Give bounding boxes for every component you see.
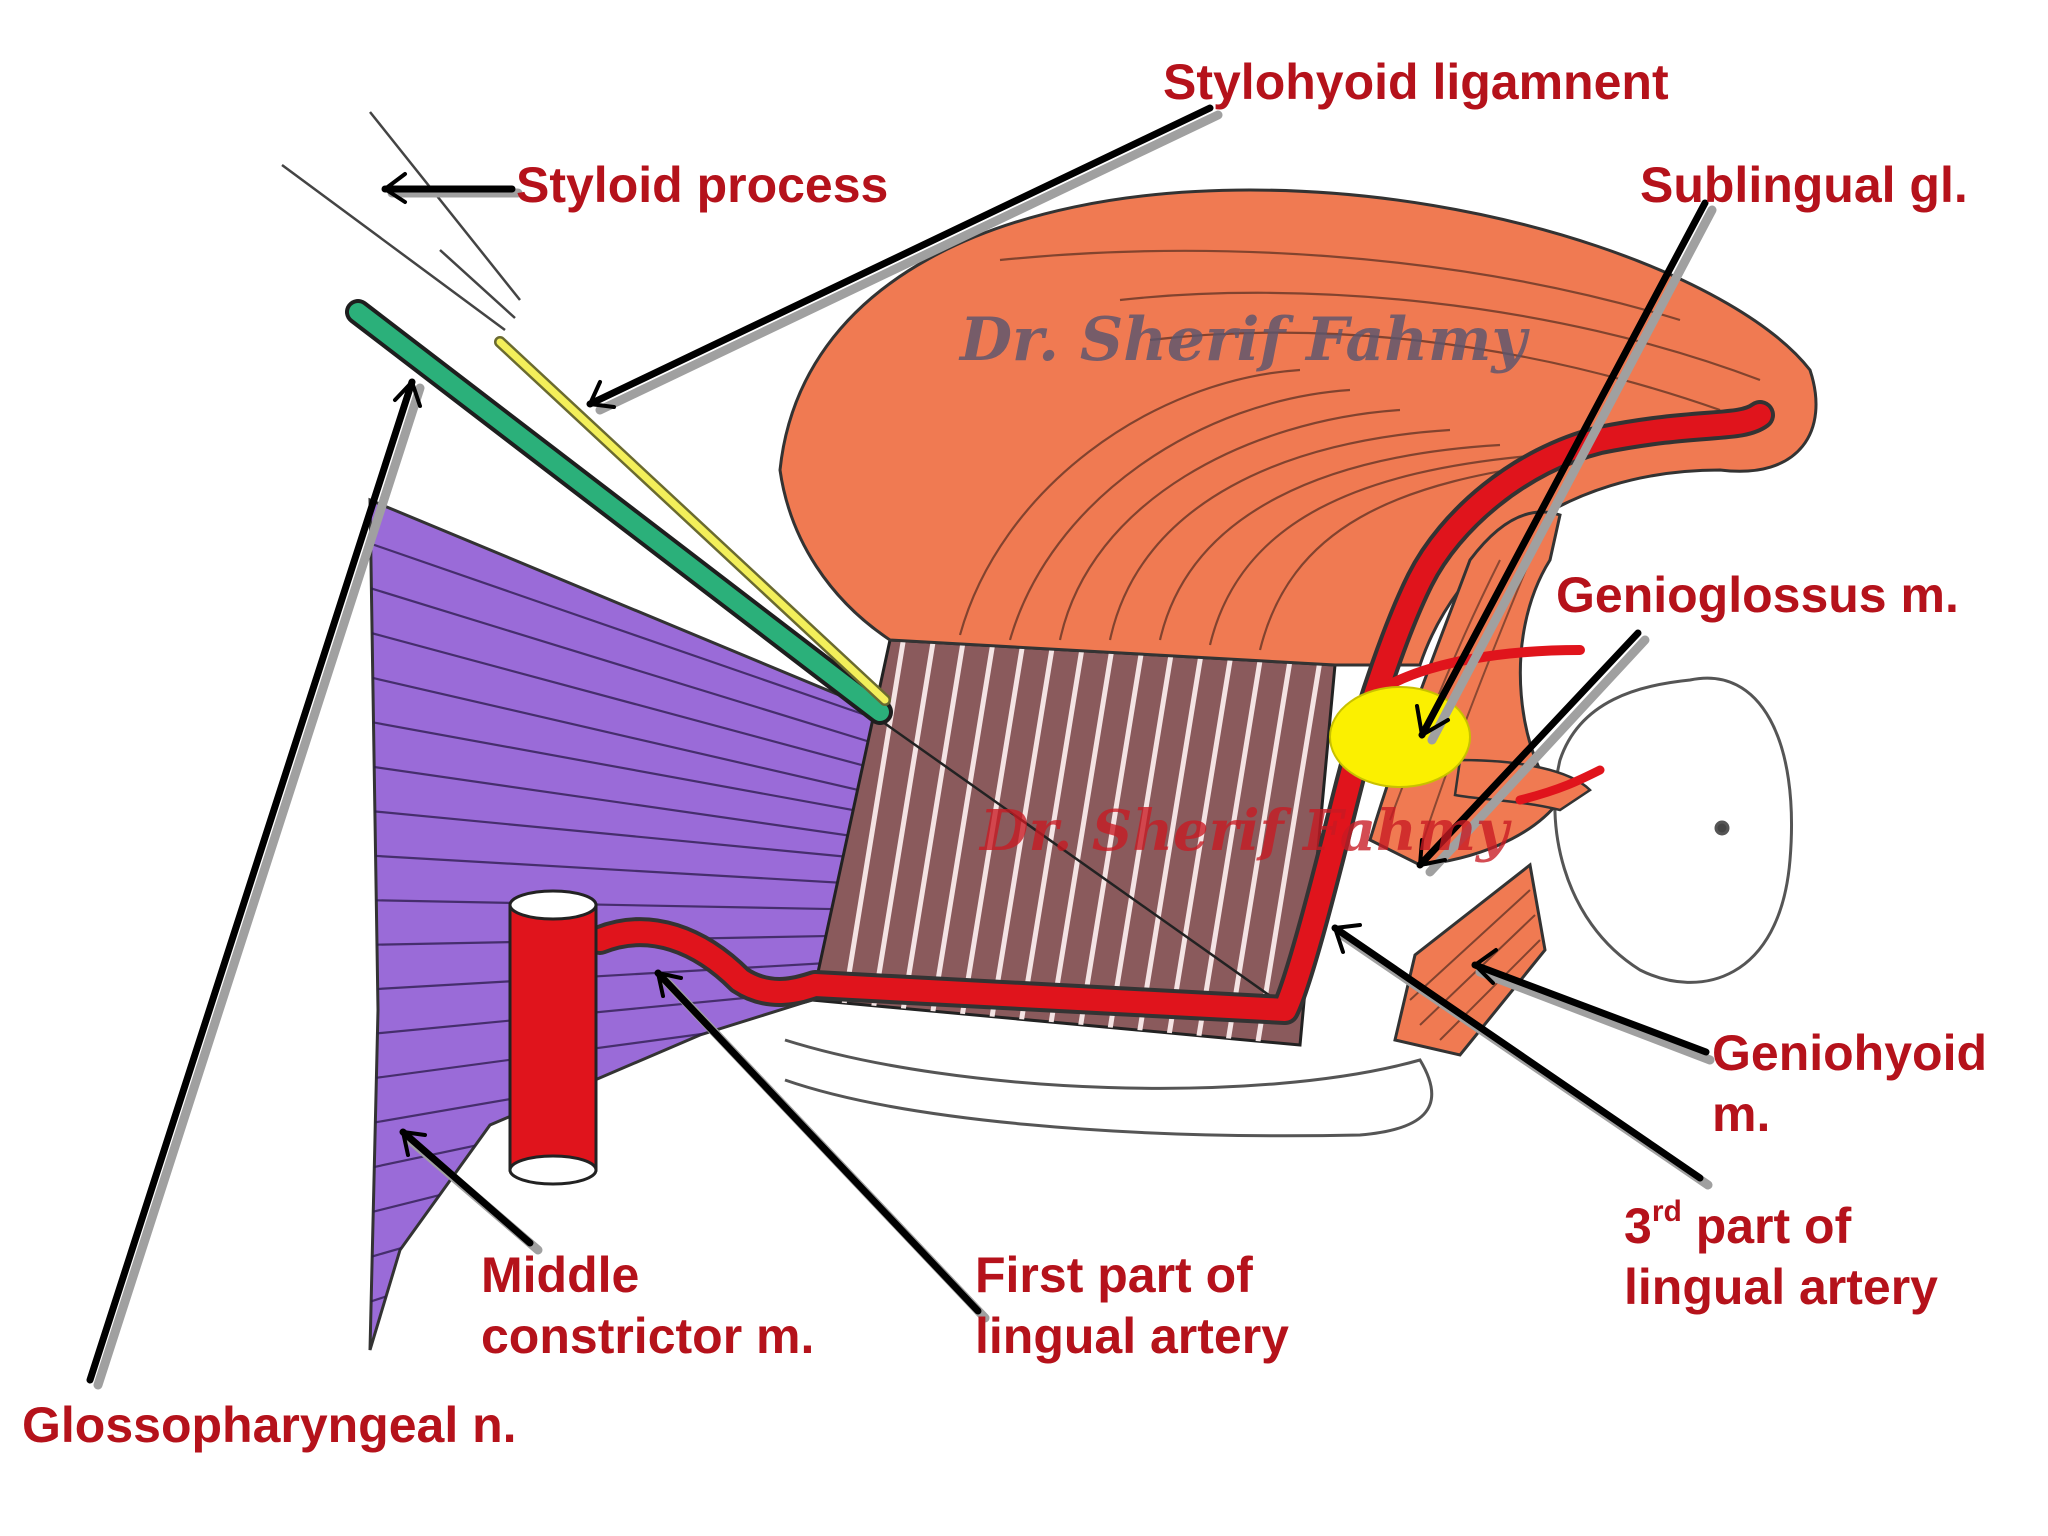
pointer-geniohyoid: [1471, 948, 1715, 1065]
label-sublingual-gland: Sublingual gl.: [1640, 157, 1968, 213]
label-geniohyoid-line2: m.: [1712, 1086, 1771, 1142]
pointer-genioglossus: [1416, 629, 1650, 877]
label-geniohyoid: Geniohyoid m.: [1712, 1023, 1987, 1145]
label-glossopharyngeal-nerve: Glossopharyngeal n.: [22, 1397, 517, 1453]
pointer-stylohyoid-ligament: [586, 104, 1223, 415]
watermark-lower: Dr. Sherif Fahmy: [980, 798, 1509, 864]
label-middle-constrictor: Middle constrictor m.: [481, 1245, 814, 1367]
pointer-third-part-lingual: [1331, 923, 1713, 1190]
label-first-part-line1: First part of: [975, 1247, 1253, 1303]
label-stylohyoid-ligament: Stylohyoid ligamnent: [1163, 54, 1669, 110]
mandible-outline: [784, 676, 1793, 1138]
hyoglossus-muscle: [810, 638, 1337, 1047]
styloid-process: [281, 111, 521, 332]
label-geniohyoid-line1: Geniohyoid: [1712, 1025, 1987, 1081]
label-genioglossus: Genioglossus m.: [1556, 567, 1959, 623]
label-third-part-number: 3: [1624, 1198, 1652, 1254]
label-third-part-lingual-artery: 3rd part of lingual artery: [1624, 1196, 1938, 1318]
label-middle-constrictor-line1: Middle: [481, 1247, 640, 1303]
pointer-glossopharyngeal: [86, 378, 425, 1390]
external-carotid-artery: [508, 889, 598, 1186]
watermark-upper: Dr. Sherif Fahmy: [960, 305, 1527, 375]
label-first-part-line2: lingual artery: [975, 1308, 1289, 1364]
label-styloid-process: Styloid process: [516, 157, 889, 213]
pointer-sublingual-gland: [1415, 199, 1717, 745]
label-third-part-rest: part of: [1681, 1198, 1852, 1254]
pointer-styloid-process: [381, 172, 523, 204]
tongue-muscle: [778, 188, 1818, 667]
pointer-middle-constrictor: [399, 1128, 543, 1255]
pointer-lines: [86, 104, 1717, 1390]
label-third-part-line1: 3rd part of: [1624, 1196, 1938, 1257]
label-first-part-lingual-artery: First part of lingual artery: [975, 1245, 1289, 1367]
pointer-first-part-lingual: [654, 969, 990, 1323]
label-middle-constrictor-line2: constrictor m.: [481, 1308, 815, 1364]
label-third-part-ordinal: rd: [1651, 1195, 1682, 1228]
label-third-part-line2: lingual artery: [1624, 1259, 1938, 1315]
